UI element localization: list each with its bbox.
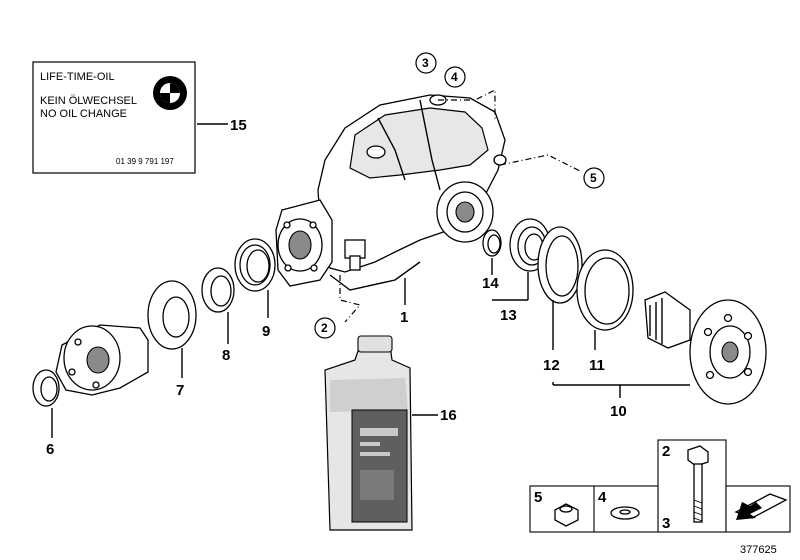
label-15: 15 [230, 117, 247, 134]
svg-text:4: 4 [451, 70, 458, 84]
part-12-ring [537, 226, 583, 304]
label-13: 13 [500, 307, 517, 324]
circled-label-4: 4 [444, 66, 466, 88]
label-9: 9 [262, 323, 270, 340]
label-6: 6 [46, 441, 54, 458]
label-11: 11 [589, 357, 605, 374]
sticker-line-2: KEIN ÖLWECHSEL [40, 95, 137, 107]
oil-bottle [324, 335, 413, 531]
label-7: 7 [176, 382, 184, 399]
washer-icon [610, 506, 640, 520]
svg-text:2: 2 [321, 321, 328, 335]
bmw-logo [153, 76, 187, 110]
label-10: 10 [610, 403, 627, 420]
part-6-lock-ring [32, 369, 60, 407]
circled-label-5: 5 [583, 167, 605, 189]
label-12: 12 [543, 357, 560, 374]
life-time-oil-sticker: LIFE-TIME-OIL KEIN ÖLWECHSEL NO OIL CHAN… [32, 61, 196, 174]
sticker-line-3: NO OIL CHANGE [40, 108, 127, 120]
part-14-o-ring [482, 229, 502, 257]
label-16: 16 [440, 407, 457, 424]
part-11-spacer [576, 249, 634, 331]
legend-label-4: 4 [598, 489, 607, 506]
arrow-icon [734, 493, 788, 520]
part-7-cover [147, 280, 197, 350]
image-id: 377625 [740, 544, 777, 556]
sticker-part-number: 01 39 9 791 197 [116, 157, 174, 166]
circled-label-3: 3 [415, 52, 437, 74]
bolt-icon [687, 445, 709, 523]
label-1: 1 [400, 309, 408, 326]
part-9-shaft-seal [234, 238, 276, 292]
differential-housing [275, 94, 507, 291]
legend-label-5: 5 [534, 489, 542, 506]
nut-icon [554, 503, 579, 527]
label-14: 14 [482, 275, 499, 292]
sticker-line-1: LIFE-TIME-OIL [40, 71, 115, 83]
legend-label-2: 2 [662, 443, 670, 460]
legend-label-3: 3 [662, 515, 670, 532]
fastener-legend: 5 4 2 3 [529, 439, 791, 533]
svg-text:3: 3 [422, 56, 429, 70]
circled-label-2: 2 [314, 317, 336, 339]
svg-text:5: 5 [590, 171, 597, 185]
label-8: 8 [222, 347, 230, 364]
output-shaft-right [644, 291, 767, 405]
part-8-ring [201, 267, 235, 313]
output-flange-left [55, 324, 149, 396]
